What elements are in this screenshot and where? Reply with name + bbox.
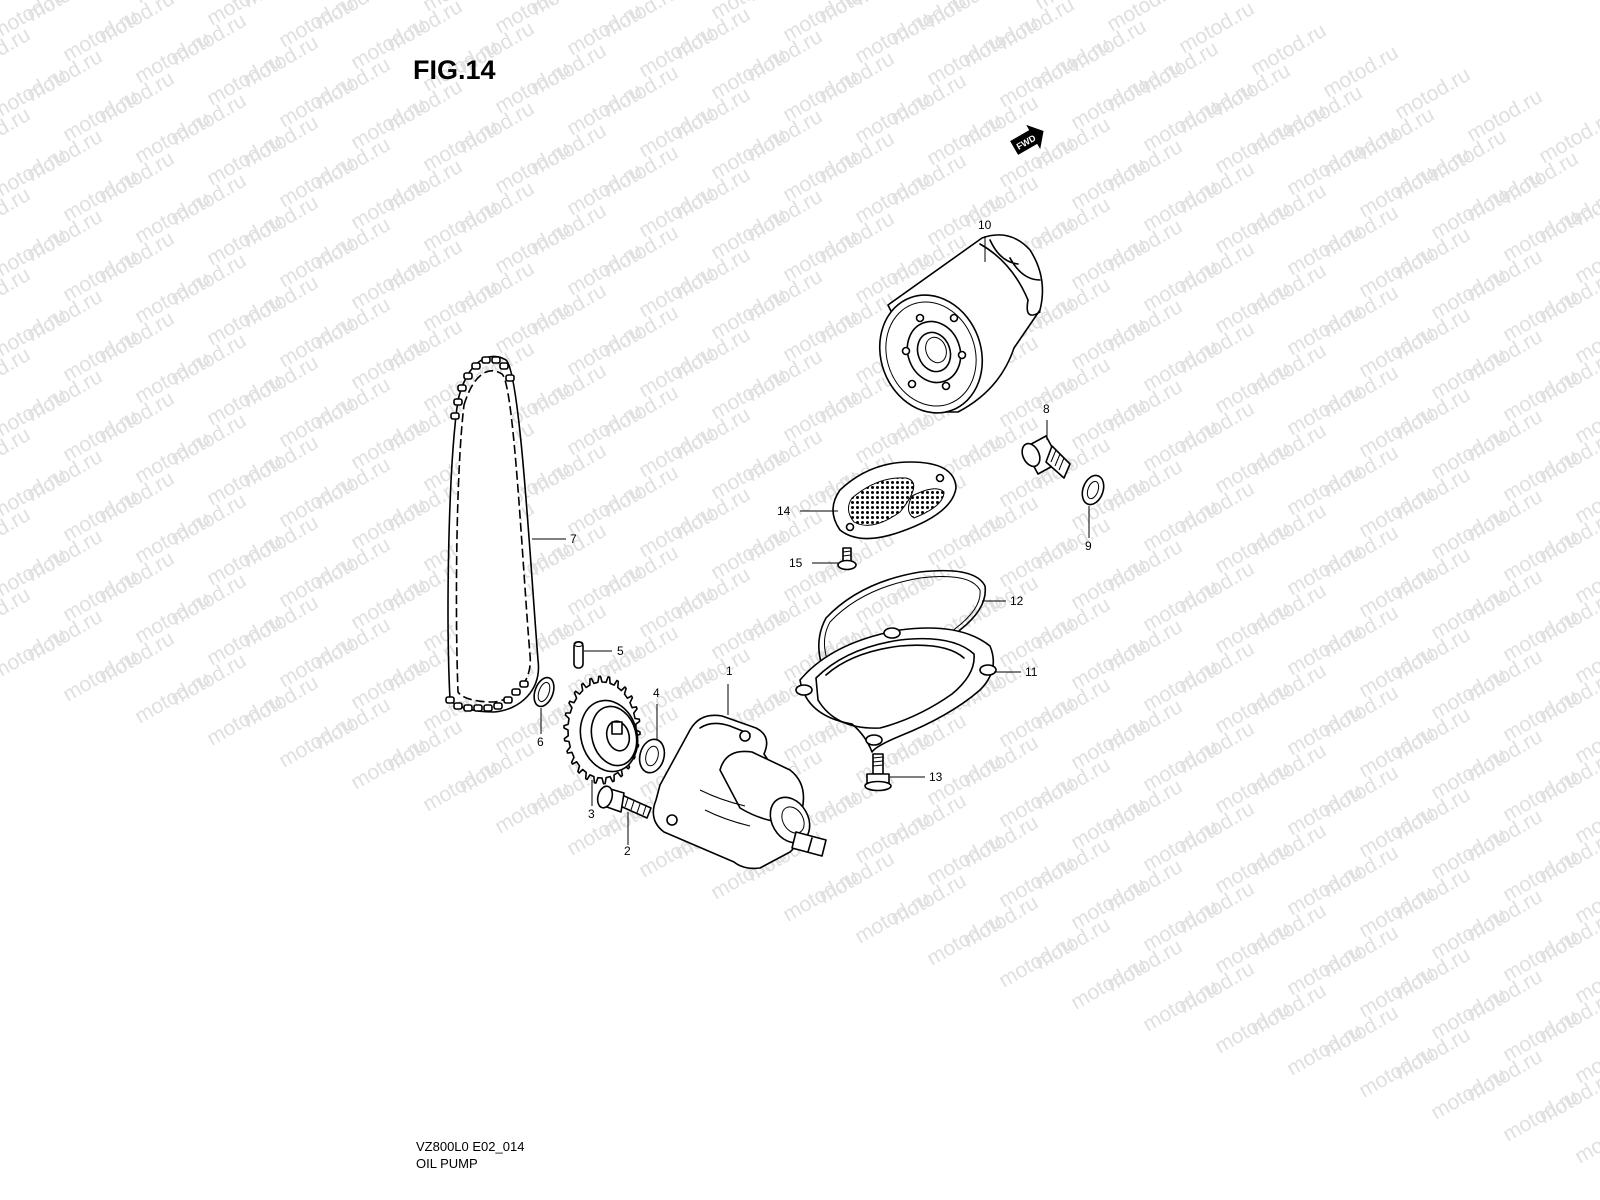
- callout-dowel-pin: 5: [617, 644, 624, 658]
- watermark-text: motod.ru: [851, 887, 934, 948]
- driven-sprocket: [563, 675, 641, 785]
- callout-drive-chain: 7: [570, 532, 577, 546]
- chain-link: [481, 356, 491, 364]
- cover-bolt: [864, 753, 892, 792]
- chain-link: [519, 680, 529, 688]
- strainer-screw: [837, 547, 857, 571]
- watermark-text: motod.ru: [59, 645, 142, 706]
- watermark-text: motod.ru: [203, 689, 286, 750]
- callout-o-ring: 12: [1010, 594, 1024, 608]
- watermark-text: motod.ru: [0, 623, 70, 684]
- watermark-text: motod.ru: [923, 909, 1006, 970]
- callout-snap-ring: 6: [537, 735, 544, 749]
- watermark-text: motod.ru: [0, 103, 34, 164]
- chain-link: [473, 704, 483, 712]
- watermark-text: motod.ru: [0, 23, 34, 84]
- chain-link: [499, 362, 509, 370]
- callout-gasket: 9: [1085, 539, 1092, 553]
- watermark-text: motod.ru: [1355, 1041, 1438, 1102]
- chain-link: [493, 702, 503, 710]
- oil-filter: [878, 234, 1044, 414]
- callout-washer: 4: [653, 686, 660, 700]
- watermark-text: motod.ru: [131, 667, 214, 728]
- union-bolt: [1021, 435, 1071, 479]
- chain-link: [457, 384, 467, 392]
- chain-link: [463, 704, 473, 712]
- callout-oil-filter: 10: [978, 218, 992, 232]
- watermark-text: motod.ru: [0, 343, 34, 404]
- chain-link: [445, 696, 455, 704]
- chain-link: [483, 704, 493, 712]
- washer: [638, 738, 666, 774]
- chain-link: [450, 412, 460, 420]
- callout-oil-pump-body: 1: [726, 664, 733, 678]
- watermark-text: motod.ru: [1283, 1019, 1366, 1080]
- chain-link: [463, 372, 473, 380]
- chain-link: [471, 362, 481, 370]
- watermark-text: motod.ru: [995, 931, 1078, 992]
- watermark-text: motod.ru: [0, 183, 34, 244]
- callout-driven-sprocket: 3: [588, 807, 595, 821]
- callout-oil-strainer: 14: [777, 504, 791, 518]
- figure-code: VZ800L0 E02_014: [416, 1139, 524, 1154]
- oil-pump-body: [652, 714, 827, 870]
- watermark-text: motod.ru: [1571, 1107, 1600, 1168]
- callout-union-bolt: 8: [1043, 402, 1050, 416]
- gasket: [1081, 474, 1105, 506]
- chain-link: [491, 356, 501, 364]
- figure-name: OIL PUMP: [416, 1156, 478, 1171]
- watermark-text: motod.ru: [1139, 975, 1222, 1036]
- dowel-pin: [573, 641, 584, 669]
- watermark-text: motod.ru: [0, 503, 34, 564]
- watermark-text: motod.ru: [1427, 1063, 1510, 1124]
- figure-title: FIG.14: [413, 55, 496, 85]
- watermark-text: motod.ru: [1067, 953, 1150, 1014]
- watermark-text: motod.ru: [419, 755, 502, 816]
- watermark-text: motod.ru: [0, 263, 34, 324]
- watermark-text: motod.ru: [347, 733, 430, 794]
- chain-link: [453, 702, 463, 710]
- callout-strainer-screw: 15: [789, 556, 803, 570]
- chain-link: [505, 374, 515, 382]
- oil-strainer-cover: [795, 627, 997, 753]
- watermark-text: motod.ru: [0, 583, 34, 644]
- flange-bolt: [596, 785, 652, 819]
- watermark-text: motod.ru: [779, 865, 862, 926]
- chain-link: [503, 696, 513, 704]
- callout-cover-bolt: 13: [929, 770, 943, 784]
- watermark-text: motod.ru: [0, 423, 34, 484]
- callout-flange-bolt: 2: [624, 844, 631, 858]
- chain-link: [453, 398, 463, 406]
- watermark-text: motod.ru: [275, 711, 358, 772]
- watermark-text: motod.ru: [1211, 997, 1294, 1058]
- oil-strainer: [832, 461, 957, 540]
- callout-oil-strainer-cover: 11: [1025, 665, 1038, 679]
- drive-chain: [445, 355, 540, 713]
- snap-ring: [533, 676, 555, 708]
- watermark-text: motod.ru: [1499, 1085, 1582, 1146]
- chain-link: [511, 688, 521, 696]
- watermark-text: motod.ru: [491, 777, 574, 838]
